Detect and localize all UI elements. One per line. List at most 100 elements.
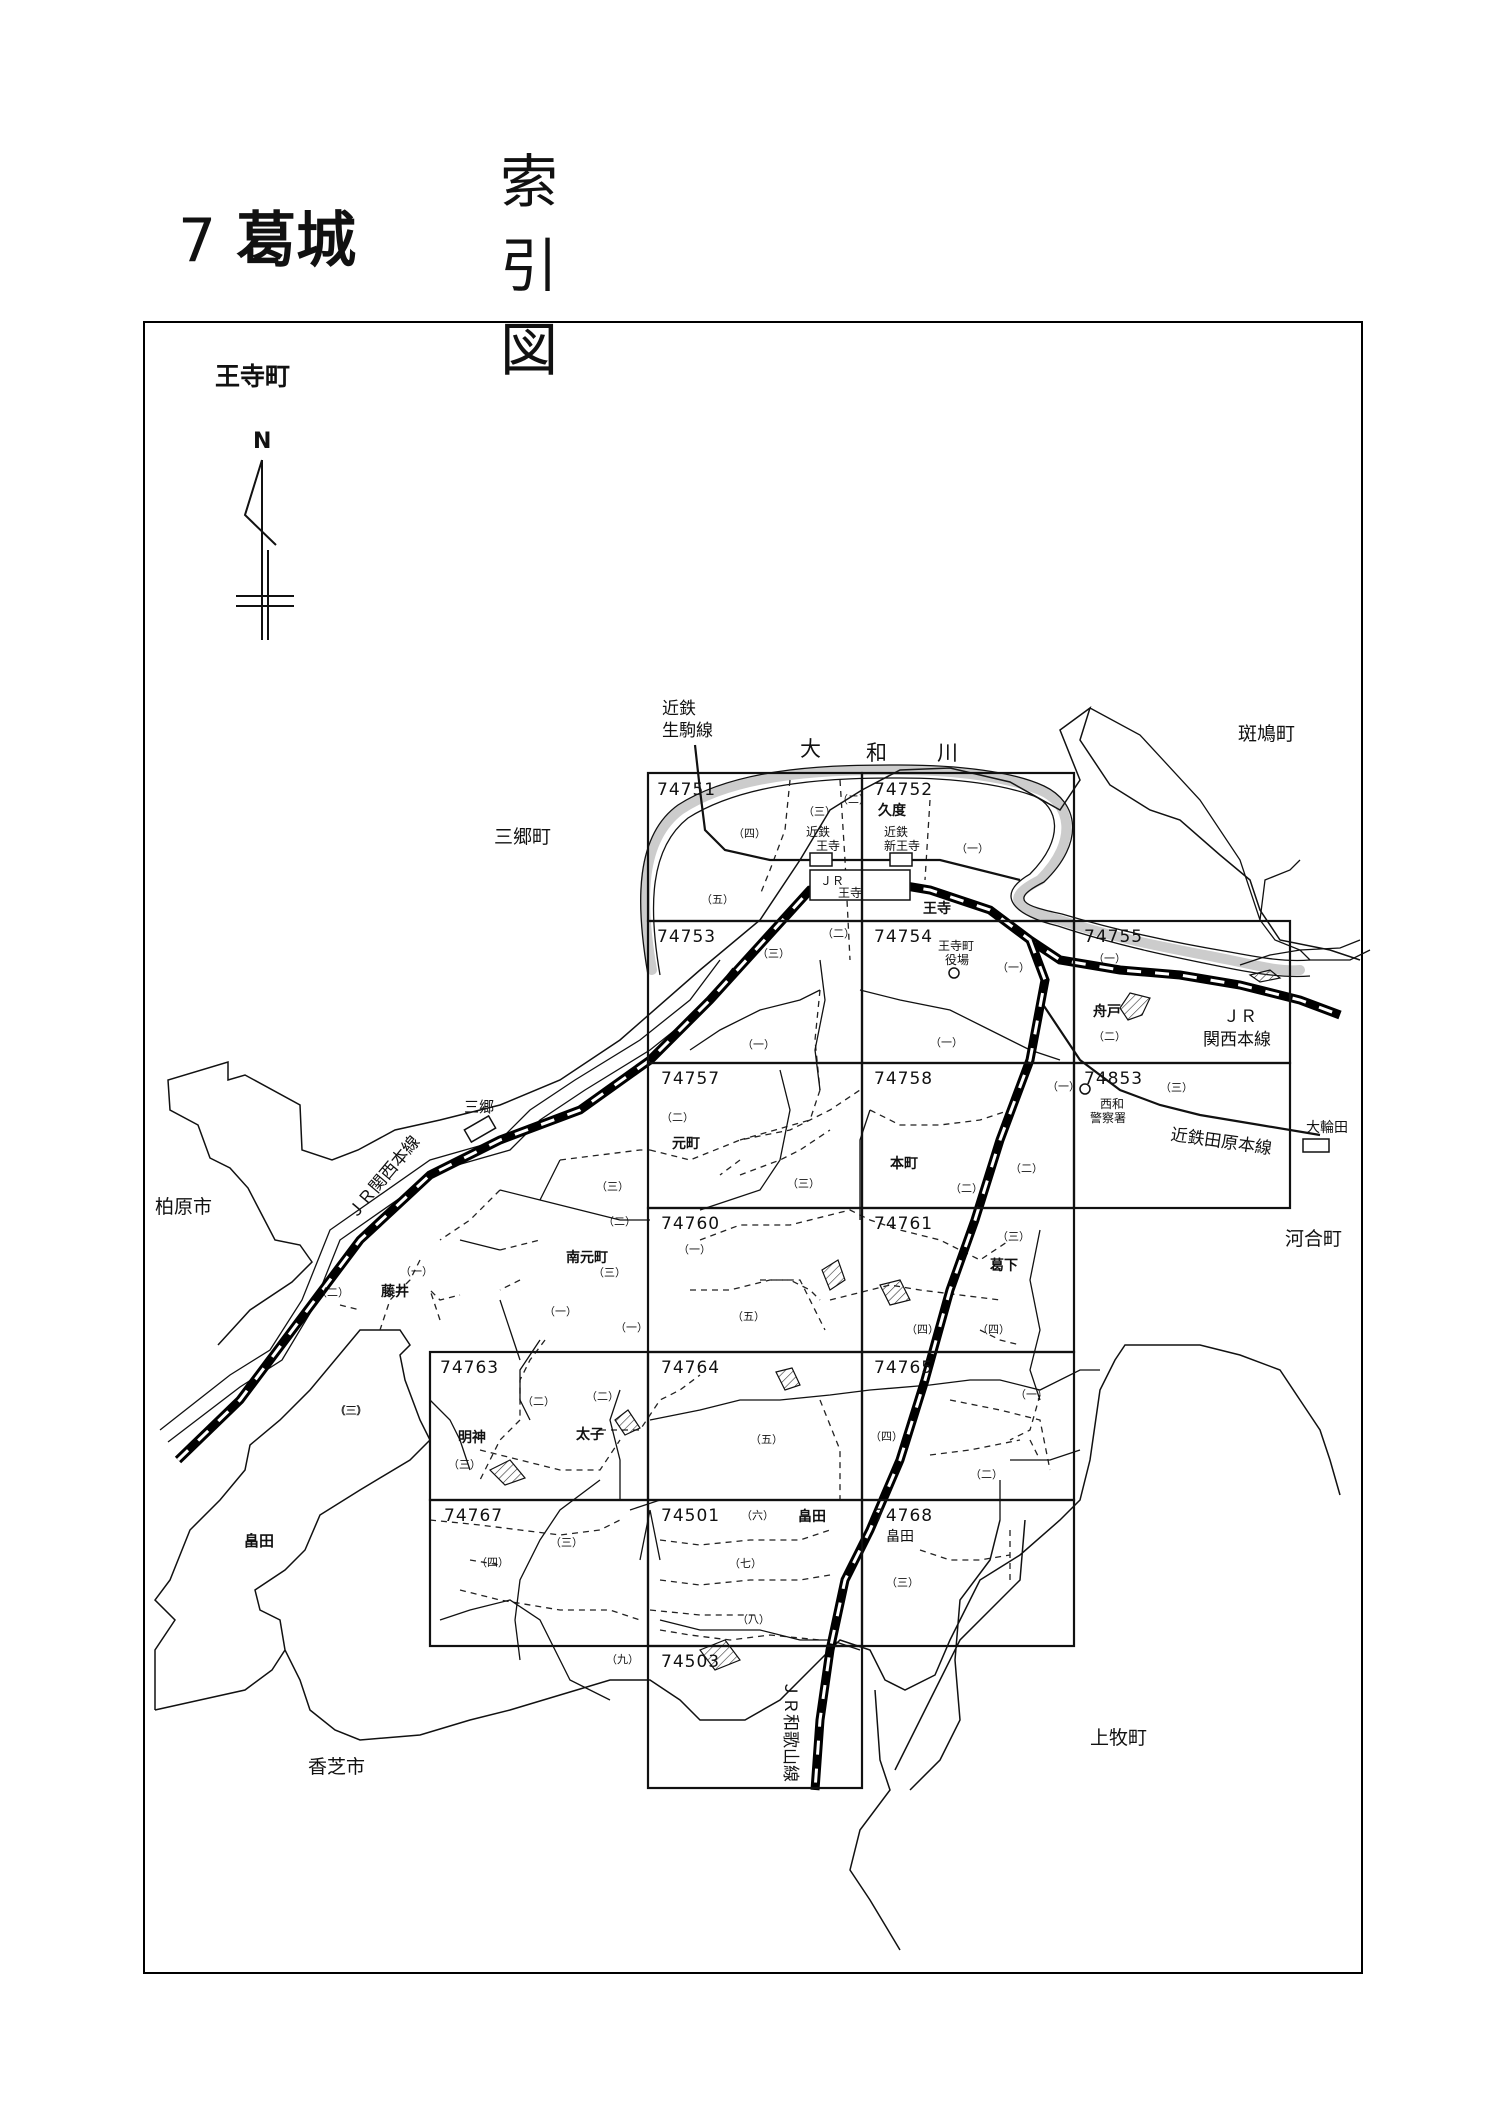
- municipal-boundary-south: [154, 1329, 1341, 1951]
- kintetsu-shin-oji-label-1: 近鉄: [884, 824, 908, 839]
- yamato-river-bank-south: [652, 777, 1311, 978]
- sheet-74757: 74757: [661, 1069, 720, 1089]
- district-label: （一）: [544, 1305, 577, 1318]
- district-label: （四）: [870, 1430, 903, 1443]
- district-label: （三）: [803, 805, 836, 818]
- page-title: 索 引 図: [500, 148, 857, 384]
- river-char-3: 川: [937, 741, 958, 765]
- map-frame: [143, 321, 1363, 1974]
- town-office-label-1: 王寺町: [938, 939, 974, 953]
- river-char-1: 大: [800, 737, 821, 761]
- kintetsu-oji-station: [809, 852, 833, 867]
- neighbor-ikaruga: 斑鳩町: [1238, 723, 1295, 745]
- district-label: （二）: [1010, 1162, 1043, 1175]
- district-label: （六）: [741, 1509, 774, 1522]
- station-labels: 近鉄 王寺 近鉄 新王寺 ＪＲ 王寺 三郷 大輪田 王寺町 役場 西和 警察署: [464, 824, 1348, 1136]
- yamato-river: [640, 764, 1305, 976]
- jr-kansai-label-right-2: 関西本線: [1203, 1030, 1271, 1050]
- kintetsu-shin-oji-station: [889, 852, 913, 867]
- north-arrow: N: [236, 429, 294, 640]
- kintetsu-tawaramoto-label: 近鉄田原本線: [1169, 1125, 1273, 1159]
- town-office-label-2: 役場: [945, 952, 969, 967]
- neighbor-kashiba: 香芝市: [308, 1756, 365, 1778]
- neighbor-kawai: 河合町: [1285, 1228, 1342, 1250]
- sheet-74760: 74760: [661, 1214, 720, 1234]
- neighbor-labels: 三郷町 斑鳩町 柏原市 河合町 香芝市 上牧町 畠田: [155, 723, 1342, 1778]
- district-label: （二）: [522, 1395, 555, 1408]
- district-label: （二）: [950, 1182, 983, 1195]
- district-label: （二）: [603, 1215, 636, 1228]
- district-label: （一）: [742, 1038, 775, 1051]
- district-label: （二）: [822, 927, 855, 940]
- district-label: （四）: [906, 1323, 939, 1336]
- district-label: （三）: [550, 1536, 583, 1549]
- yamato-river-bank-north: [640, 764, 1311, 976]
- jr-wakayama-label: ＪＲ和歌山線: [780, 1680, 800, 1782]
- district-label: （七）: [729, 1557, 762, 1570]
- municipal-boundary: [167, 706, 1361, 1346]
- district-label: （八）: [737, 1613, 770, 1626]
- north-label: N: [253, 429, 271, 454]
- kintetsu-ikoma-label-1: 近鉄: [662, 699, 696, 719]
- district-label: （三）: [886, 1576, 919, 1589]
- district-boundaries: [339, 779, 1051, 1641]
- place-katsuge: 葛下: [989, 1257, 1018, 1274]
- district-label: （二）: [1093, 1030, 1126, 1043]
- kintetsu-oji-label-2: 王寺: [816, 839, 840, 853]
- district-label: （三）: [448, 1458, 481, 1471]
- place-honmachi: 本町: [890, 1155, 918, 1172]
- district-label: （一）: [400, 1265, 433, 1278]
- kintetsu-shin-oji-label-2: 新王寺: [884, 838, 920, 853]
- kintetsu-ikoma-label-2: 生駒線: [662, 721, 713, 741]
- place-motomachi: 元町: [672, 1136, 700, 1152]
- district-label: （二）: [661, 1111, 694, 1124]
- district-label: （三）: [334, 1404, 367, 1417]
- sheet-74755: 74755: [1084, 927, 1143, 947]
- sheet-grid: [428, 771, 1292, 1790]
- place-myojin: 明神: [458, 1429, 486, 1446]
- district-label: （五）: [750, 1433, 783, 1446]
- district-label: （一）: [615, 1321, 648, 1334]
- district-label: （二）: [586, 1390, 619, 1403]
- station-boxes: [463, 852, 1330, 1153]
- owada-station-label: 大輪田: [1306, 1119, 1348, 1136]
- sheet-74761: 74761: [874, 1214, 933, 1234]
- jr-oji-label-1: ＪＲ: [820, 874, 844, 888]
- kintetsu-ikoma-line-shinoji: [860, 858, 1021, 882]
- district-label: （二）: [837, 793, 870, 806]
- jr-oji-label-2: 王寺: [838, 886, 862, 900]
- jr-lines: [174, 875, 1342, 1791]
- sango-station: [463, 1114, 497, 1144]
- sheet-74767: 74767: [444, 1506, 503, 1526]
- district-labels: （二） （三） （四） （一） （五） （三） （二） （一） （一） （一） …: [316, 793, 1193, 1666]
- sheet-74503: 74503: [661, 1652, 720, 1672]
- river-char-2: 和: [866, 741, 887, 765]
- neighbor-sango: 三郷町: [494, 826, 551, 848]
- sheet-74768: 74768: [874, 1506, 933, 1526]
- district-label: （三）: [593, 1266, 626, 1279]
- district-label: （九）: [606, 1653, 639, 1666]
- police-label-1: 西和: [1100, 1097, 1124, 1111]
- sheet-74764: 74764: [661, 1358, 720, 1378]
- jr-kansai-label-right-1: ＪＲ: [1223, 1007, 1257, 1027]
- district-label: （三）: [1160, 1081, 1193, 1094]
- tributary-east: [1239, 939, 1361, 966]
- sheet-74752: 74752: [874, 780, 933, 800]
- sheet-74753: 74753: [657, 927, 716, 947]
- police-marker: [1079, 1083, 1091, 1095]
- district-label: （一）: [997, 961, 1030, 974]
- district-label: （三）: [787, 1177, 820, 1190]
- river-label: 大 和 川: [800, 737, 958, 765]
- district-label: （二）: [316, 1286, 349, 1299]
- jr-oji-station: [809, 869, 911, 901]
- sheet-74765: 74765: [874, 1358, 933, 1378]
- district-label: （五）: [701, 893, 734, 906]
- place-hatake-ne: 畠田: [886, 1528, 914, 1545]
- section-name: 葛城: [236, 206, 357, 276]
- section-number: 7: [178, 206, 217, 276]
- district-label: （二）: [970, 1468, 1003, 1481]
- place-hatake-center: 畠田: [798, 1508, 826, 1525]
- district-label: （四）: [733, 827, 766, 840]
- place-taishi: 太子: [576, 1426, 604, 1443]
